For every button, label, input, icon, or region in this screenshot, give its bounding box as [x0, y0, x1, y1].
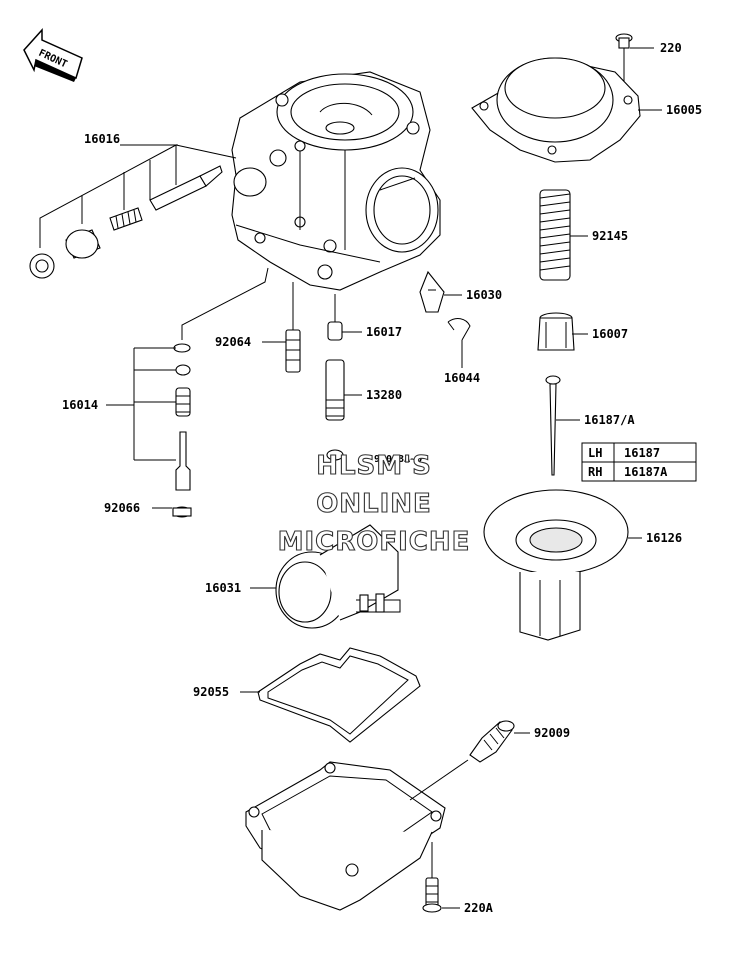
- pilot-screw-parts-16016: [29, 165, 223, 279]
- front-arrow-icon: FRONT: [23, 28, 83, 82]
- label-16187a: 16187/A: [584, 413, 635, 427]
- label-220a: 220A: [464, 901, 494, 915]
- label-16014: 16014: [62, 398, 98, 412]
- watermark-line-3: MICROFICHE: [278, 527, 471, 557]
- holder-16007: [537, 312, 575, 351]
- watermark-line-1: HLSM'S: [316, 451, 432, 481]
- label-16007: 16007: [592, 327, 628, 341]
- jet-92064: [285, 282, 301, 373]
- screw-220: [615, 33, 633, 90]
- label-92066: 92066: [104, 501, 140, 515]
- label-16031: 16031: [205, 581, 241, 595]
- float-valve-16030: [419, 270, 445, 313]
- screw-220a: [422, 877, 442, 913]
- label-92064: 92064: [215, 335, 251, 349]
- label-92145: 92145: [592, 229, 628, 243]
- clip-16044: [447, 318, 471, 341]
- top-cover-16005: [471, 57, 641, 163]
- spring-92145: [539, 189, 571, 281]
- variant-part-rh: 16187A: [624, 465, 668, 479]
- variant-part-lh: 16187: [624, 446, 660, 460]
- screw-92009: [469, 720, 515, 763]
- label-16030: 16030: [466, 288, 502, 302]
- gasket-92055: [257, 647, 421, 743]
- label-92055: 92055: [193, 685, 229, 699]
- variant-side-rh: RH: [588, 465, 602, 479]
- variant-table: LH 16187 RH 16187A: [581, 442, 697, 482]
- plug-92066: [172, 506, 192, 518]
- label-92009: 92009: [534, 726, 570, 740]
- leader-lines: [39, 47, 662, 909]
- label-16005: 16005: [666, 103, 702, 117]
- carburetor-body: [231, 71, 441, 291]
- starter-parts-16014: [173, 343, 191, 491]
- diaphragm-16126: [483, 489, 629, 641]
- label-16017: 16017: [366, 325, 402, 339]
- variant-side-lh: LH: [588, 446, 602, 460]
- label-13280: 13280: [366, 388, 402, 402]
- needle-jet-16017: [327, 321, 343, 341]
- watermark: HLSM'S ONLINE MICROFICHE: [277, 450, 471, 557]
- watermark-line-2: ONLINE: [316, 489, 432, 519]
- label-92063: 92063A~D: [374, 454, 422, 465]
- intake-16031: [275, 524, 401, 629]
- float-bowl: [245, 761, 446, 911]
- label-16016: 16016: [84, 132, 120, 146]
- label-16044: 16044: [444, 371, 480, 385]
- needle-jet-holder-13280: [325, 359, 345, 461]
- label-220: 220: [660, 41, 682, 55]
- label-16126: 16126: [646, 531, 682, 545]
- jet-needle-16187: [545, 375, 561, 476]
